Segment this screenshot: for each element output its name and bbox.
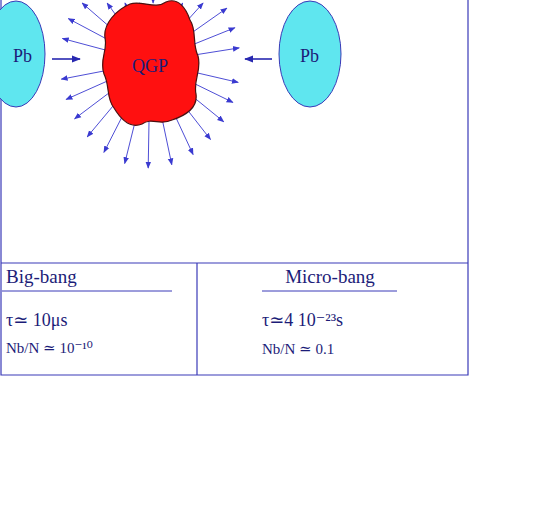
heading-underline	[2, 291, 172, 292]
plasma-fill	[102, 1, 199, 125]
collision-arrow	[245, 58, 272, 60]
table-cell-text: τ≃ 10μs	[6, 309, 67, 331]
emission-arrow	[62, 39, 106, 51]
node-label: QGP	[132, 56, 168, 77]
table-cell: Big-bang τ≃ 10μsNb/N ≃ 10⁻¹⁰	[0, 263, 197, 375]
heading-underline	[262, 291, 397, 292]
nucleus-fill	[0, 1, 45, 107]
emission-arrow	[153, 2, 154, 4]
table-cell-text: τ≃4 10⁻²³s	[262, 309, 343, 331]
nucleus-ellipse: Pb	[278, 0, 342, 108]
emission-arrow	[189, 8, 227, 34]
emission-arrow	[174, 113, 193, 155]
emission-arrow	[194, 48, 240, 55]
emission-arrow	[61, 71, 106, 80]
emission-arrow	[75, 91, 112, 119]
column-heading: Micro-bang	[262, 266, 398, 288]
emission-arrow	[87, 102, 117, 137]
node-label: Pb	[300, 46, 319, 67]
emission-arrow	[148, 122, 150, 168]
collision-arrow	[52, 58, 80, 60]
emission-arrow	[162, 120, 172, 165]
outer-frame	[1, 0, 468, 375]
plasma-blob: QGP	[100, 0, 200, 130]
table-cell-text: Nb/N ≃ 10⁻¹⁰	[6, 339, 93, 357]
emission-arrow	[192, 82, 233, 102]
emission-arrow	[68, 19, 109, 41]
table-divider	[196, 263, 197, 375]
nucleus-ellipse: Pb	[0, 0, 46, 108]
table-rule	[1, 262, 468, 263]
emission-arrow	[192, 28, 235, 45]
nucleus-fill	[279, 1, 341, 107]
node-label: Pb	[13, 46, 32, 67]
table-cell: Micro-bang τ≃4 10⁻²³sNb/N ≃ 0.1	[197, 263, 468, 375]
emission-arrow	[193, 72, 238, 82]
table-cell-text: Nb/N ≃ 0.1	[262, 340, 334, 358]
column-heading: Big-bang	[6, 266, 77, 288]
emission-arrow	[66, 81, 108, 100]
